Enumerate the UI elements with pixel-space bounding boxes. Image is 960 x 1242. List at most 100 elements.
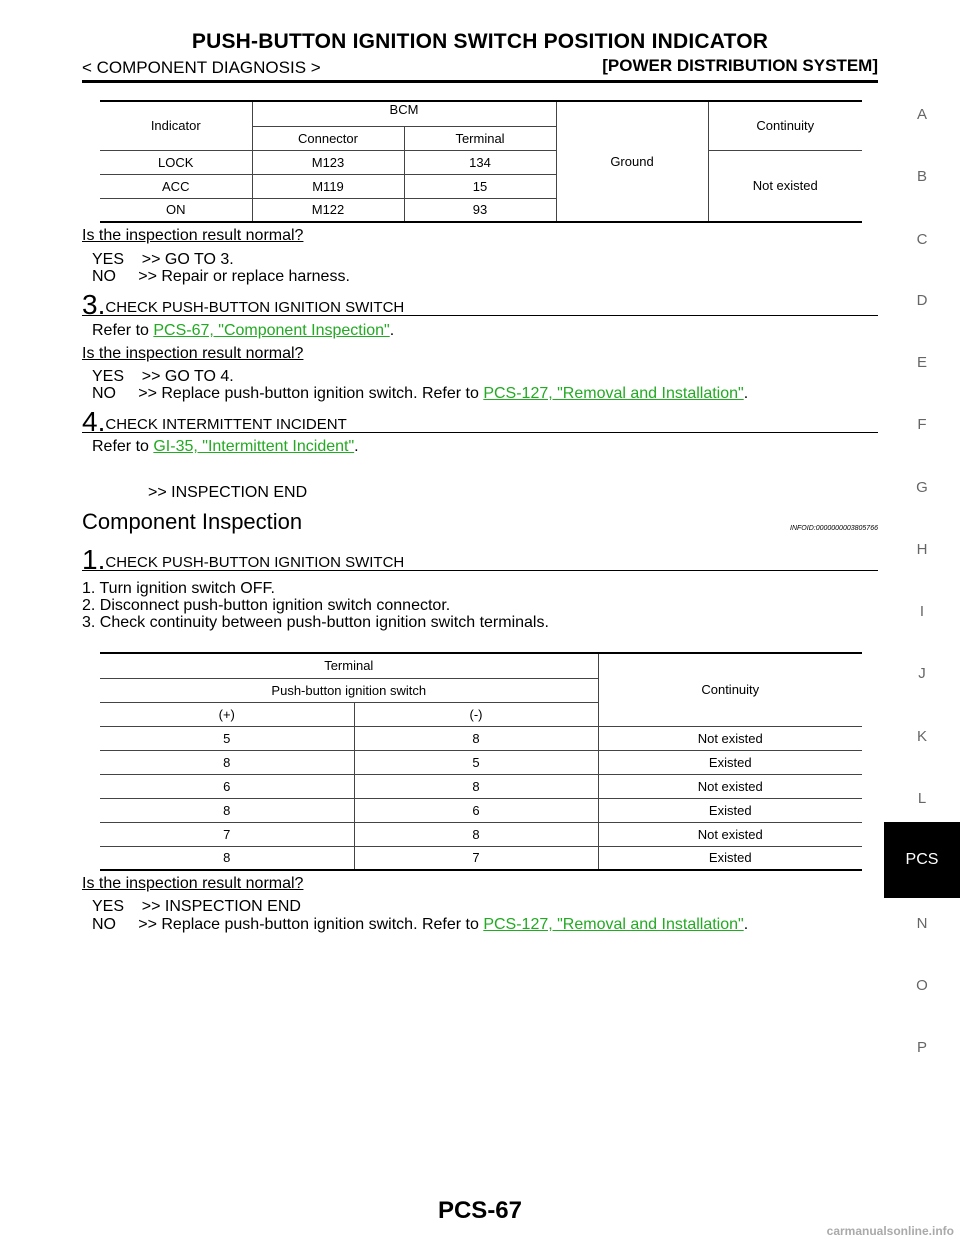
tab-f[interactable]: F [917,416,927,433]
table-row: 8 6 Existed [100,798,862,823]
refer-prefix: Refer to [92,322,154,339]
header-switch: Push-button ignition switch [100,678,598,703]
tab-p[interactable]: P [916,1039,927,1056]
inspection-end: >> INSPECTION END [148,484,308,501]
cell-plus: 8 [100,798,354,823]
cell-terminal: 134 [403,150,556,175]
table-row: ACC M119 15 [100,174,862,199]
table-row: 5 8 Not existed [100,726,862,751]
link-removal-installation[interactable]: PCS-127, "Removal and Installation" [483,916,744,933]
header-continuity: Continuity [707,100,862,151]
header-bcm: BCM [251,100,556,127]
refer-suffix: . [389,322,395,339]
cell-terminal: 15 [403,174,556,199]
tab-o[interactable]: O [916,977,928,994]
cell-continuity: Not existed [597,822,862,847]
step-label: CHECK INTERMITTENT INCIDENT [105,416,347,433]
question-normal: Is the inspection result normal? [82,875,304,892]
cell-plus: 5 [100,726,354,751]
question-normal: Is the inspection result normal? [82,227,304,244]
header-ground: Ground [555,100,708,223]
page-title: PUSH-BUTTON IGNITION SWITCH POSITION IND… [191,30,769,53]
cell-minus: 6 [353,798,598,823]
tab-d[interactable]: D [916,292,928,309]
cell-indicator: LOCK [100,150,252,175]
page-number: PCS-67 [437,1197,523,1224]
answer-no: NO >> Replace push-button ignition switc… [92,916,748,934]
step-label: CHECK PUSH-BUTTON IGNITION SWITCH [105,299,405,316]
cell-terminal: 93 [403,198,556,223]
header-continuity: Continuity [597,652,862,727]
link-component-inspection[interactable]: PCS-67, "Component Inspection" [153,322,390,339]
refer-line: Refer to PCS-67, "Component Inspection". [92,322,394,340]
step-4-heading: 4.CHECK INTERMITTENT INCIDENT [82,406,878,437]
table-row: 6 8 Not existed [100,774,862,799]
step-1-heading: 1.CHECK PUSH-BUTTON IGNITION SWITCH [82,544,878,575]
answer-yes: YES >> INSPECTION END [92,898,301,915]
refer-line: Refer to GI-35, "Intermittent Incident". [92,438,359,456]
cell-minus: 8 [353,774,598,799]
answer-no: NO >> Replace push-button ignition switc… [92,385,748,403]
breadcrumb: < COMPONENT DIAGNOSIS > [82,58,321,77]
tab-h[interactable]: H [916,541,928,558]
instruction-item: 1. Turn ignition switch OFF. [82,580,275,597]
header-terminal: Terminal [403,126,556,151]
cell-continuity: Not existed [597,774,862,799]
cell-plus: 8 [100,750,354,775]
header-minus: (-) [353,702,598,727]
instruction-item: 3. Check continuity between push-button … [82,614,549,631]
step-number: 4. [82,406,106,437]
tab-c[interactable]: C [916,231,928,248]
tab-k[interactable]: K [916,728,927,745]
cell-continuity: Existed [597,750,862,775]
tab-l[interactable]: L [917,790,927,807]
step-label: CHECK PUSH-BUTTON IGNITION SWITCH [105,554,405,571]
question-normal: Is the inspection result normal? [82,345,304,362]
cell-indicator: ACC [100,174,252,199]
step-3-heading: 3.CHECK PUSH-BUTTON IGNITION SWITCH [82,289,878,320]
header-rule [82,80,878,83]
cell-plus: 8 [100,846,354,871]
link-removal-installation[interactable]: PCS-127, "Removal and Installation" [483,385,744,402]
header-plus: (+) [100,702,354,727]
instruction-item: 2. Disconnect push-button ignition switc… [82,597,451,614]
info-id: INFOID:0000000003805766 [790,525,878,532]
continuity-table: Terminal Continuity Push-button ignition… [100,652,862,871]
cell-indicator: ON [100,198,252,223]
table-row: ON M122 93 [100,198,862,223]
table-row: 7 8 Not existed [100,822,862,847]
cell-plus: 6 [100,774,354,799]
refer-prefix: Refer to [92,438,154,455]
step-number: 1. [82,544,106,575]
table-row: LOCK M123 134 Not existed [100,150,862,223]
header-connector: Connector [251,126,404,151]
cell-connector: M119 [251,174,404,199]
link-intermittent-incident[interactable]: GI-35, "Intermittent Incident" [153,438,355,455]
cell-continuity: Not existed [597,726,862,751]
cell-continuity: Existed [597,798,862,823]
tab-i[interactable]: I [919,603,925,620]
header-terminal: Terminal [100,652,598,679]
tab-b[interactable]: B [916,168,927,185]
instruction-list: 1. Turn ignition switch OFF. 2. Disconne… [82,580,549,631]
tab-n[interactable]: N [916,915,928,932]
tab-a[interactable]: A [916,106,927,123]
system-label: [POWER DISTRIBUTION SYSTEM] [602,56,878,75]
step-number: 3. [82,289,106,320]
indicator-table: Indicator BCM Ground Continuity Connecto… [100,100,862,223]
answer-no-text: NO >> Replace push-button ignition switc… [92,916,484,933]
answer-no: NO >> Repair or replace harness. [92,268,350,285]
tab-g[interactable]: G [916,479,928,496]
answer-no-suffix: . [743,385,749,402]
cell-minus: 7 [353,846,598,871]
cell-continuity: Existed [597,846,862,871]
cell-connector: M123 [251,150,404,175]
table-row: 8 7 Existed [100,846,862,871]
tab-pcs[interactable]: PCS [884,822,960,898]
tab-e[interactable]: E [916,354,927,371]
header-indicator: Indicator [100,100,252,151]
cell-plus: 7 [100,822,354,847]
tab-j[interactable]: J [918,665,926,682]
answer-yes: YES >> GO TO 3. [92,251,234,268]
answer-yes: YES >> GO TO 4. [92,368,234,385]
